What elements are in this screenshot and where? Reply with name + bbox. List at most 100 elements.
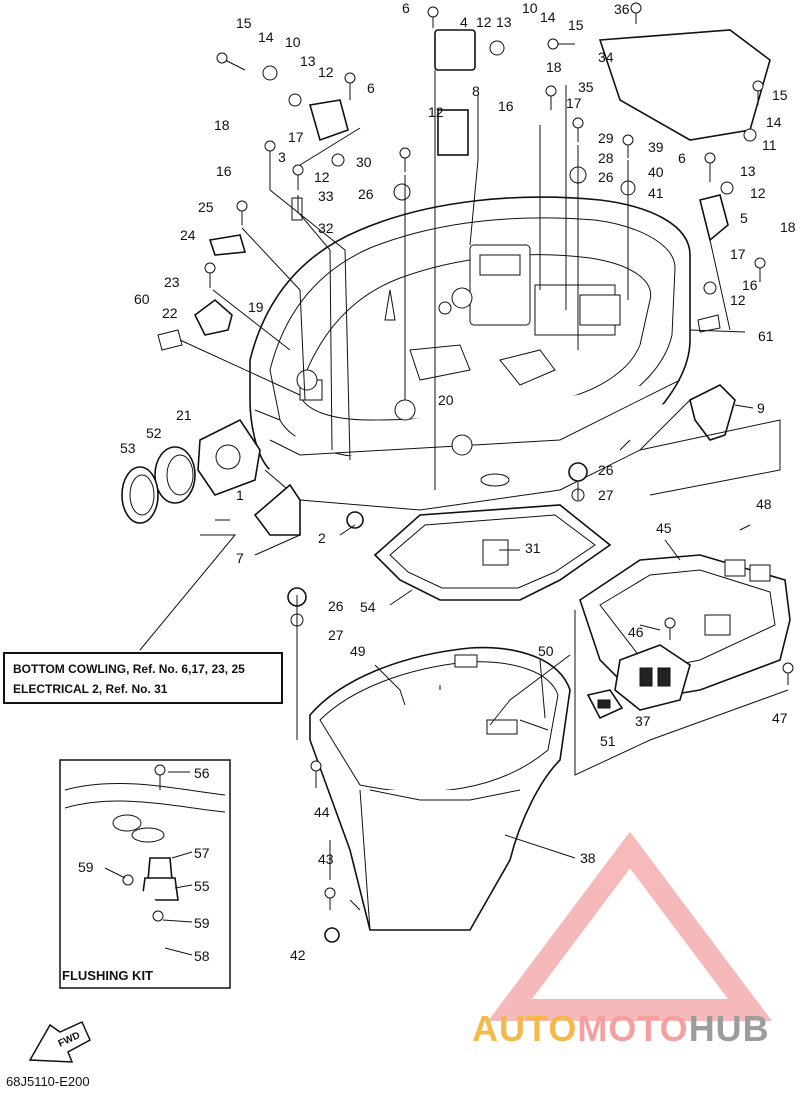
callout: 26 bbox=[328, 598, 344, 614]
callout: 27 bbox=[328, 627, 344, 643]
callout: 50 bbox=[538, 643, 554, 659]
callout: 43 bbox=[318, 851, 334, 867]
note-line-2: ELECTRICAL 2, Ref. No. 31 bbox=[13, 682, 168, 696]
callout: 28 bbox=[598, 150, 614, 166]
callout: 55 bbox=[194, 878, 210, 894]
callout: 57 bbox=[194, 845, 210, 861]
callout: 30 bbox=[356, 154, 372, 170]
callout: 14 bbox=[540, 9, 556, 25]
callout: 23 bbox=[164, 274, 180, 290]
callout: 14 bbox=[766, 114, 782, 130]
callout: 2 bbox=[318, 530, 326, 546]
leader-lines bbox=[139, 70, 789, 911]
callout: 33 bbox=[318, 188, 334, 204]
callout: 36 bbox=[614, 1, 630, 17]
callout: 35 bbox=[578, 79, 594, 95]
callout: 26 bbox=[358, 186, 374, 202]
callout: 20 bbox=[438, 392, 454, 408]
callout: 18 bbox=[780, 219, 796, 235]
brand-part-hub: HUB bbox=[688, 1008, 770, 1049]
callout: 37 bbox=[635, 713, 651, 729]
part-60 bbox=[157, 329, 183, 351]
callout: 54 bbox=[360, 599, 376, 615]
callout: 7 bbox=[236, 550, 244, 566]
document-code: 68J5110-E200 bbox=[6, 1074, 90, 1089]
callout: 40 bbox=[648, 164, 664, 180]
callout: 61 bbox=[758, 328, 774, 344]
part-7 bbox=[253, 483, 301, 536]
callout: 1 bbox=[236, 487, 244, 503]
callout: 42 bbox=[290, 947, 306, 963]
callout: 9 bbox=[757, 400, 765, 416]
callout: 27 bbox=[598, 487, 614, 503]
callout: 47 bbox=[772, 710, 788, 726]
top-parts bbox=[262, 29, 771, 295]
callout: 51 bbox=[600, 733, 616, 749]
callout: 12 bbox=[428, 104, 444, 120]
bottom-cowling-38 bbox=[309, 646, 571, 931]
callout: 17 bbox=[730, 246, 746, 262]
callout: 29 bbox=[598, 130, 614, 146]
callout: 15 bbox=[568, 17, 584, 33]
brand-part-moto: MOTO bbox=[577, 1008, 689, 1049]
callout: 17 bbox=[566, 95, 582, 111]
callout: 6 bbox=[678, 150, 686, 166]
callout: 16 bbox=[498, 98, 514, 114]
callout: 46 bbox=[628, 624, 644, 640]
callout: 41 bbox=[648, 185, 664, 201]
fwd-arrow-icon: FWD bbox=[28, 1021, 91, 1063]
callout: 12 bbox=[476, 14, 492, 30]
callout: 58 bbox=[194, 948, 210, 964]
callout: 34 bbox=[598, 49, 614, 65]
callout: 24 bbox=[180, 227, 196, 243]
watermark-logo-icon bbox=[488, 831, 772, 1021]
callout: 15 bbox=[772, 87, 788, 103]
part-9 bbox=[689, 384, 736, 441]
callout: 44 bbox=[314, 804, 330, 820]
callout: 39 bbox=[648, 139, 664, 155]
callout: 18 bbox=[546, 59, 562, 75]
callout: 26 bbox=[598, 169, 614, 185]
callout: 48 bbox=[756, 496, 772, 512]
callout: 31 bbox=[525, 540, 541, 556]
reference-note: BOTTOM COWLING, Ref. No. 6,17, 23, 25 EL… bbox=[3, 652, 283, 704]
hose-assembly bbox=[121, 418, 261, 524]
flushing-kit-inset bbox=[59, 759, 231, 989]
callout: 53 bbox=[120, 440, 136, 456]
callout: 12 bbox=[730, 292, 746, 308]
callout: 14 bbox=[258, 29, 274, 45]
callout: 6 bbox=[402, 0, 410, 16]
callout: 60 bbox=[134, 291, 150, 307]
callout: 8 bbox=[472, 83, 480, 99]
note-line-1: BOTTOM COWLING, Ref. No. 6,17, 23, 25 bbox=[13, 662, 245, 676]
callout: 4 bbox=[460, 14, 468, 30]
callout: 32 bbox=[318, 220, 334, 236]
flushing-kit-label: FLUSHING KIT bbox=[62, 968, 153, 983]
callout: 38 bbox=[580, 850, 596, 866]
callout: 3 bbox=[278, 149, 286, 165]
callout: 18 bbox=[214, 117, 230, 133]
mount-37 bbox=[614, 644, 691, 711]
callout: 10 bbox=[285, 34, 301, 50]
callout: 11 bbox=[762, 137, 777, 153]
callout: 12 bbox=[750, 185, 766, 201]
callout: 5 bbox=[740, 210, 748, 226]
callout: 16 bbox=[216, 163, 232, 179]
callout: 25 bbox=[198, 199, 214, 215]
callouts: 15 14 10 13 12 6 18 17 3 12 16 33 25 32 … bbox=[78, 0, 796, 964]
part-61 bbox=[697, 314, 721, 333]
callout: 6 bbox=[367, 80, 375, 96]
callout: 12 bbox=[318, 64, 334, 80]
callout: 17 bbox=[288, 129, 304, 145]
callout: 52 bbox=[146, 425, 162, 441]
callout: 10 bbox=[522, 0, 538, 16]
top-cowling bbox=[249, 196, 691, 511]
watermark-brand: AUTOMOTOHUB bbox=[472, 1008, 770, 1050]
callout: 19 bbox=[248, 299, 264, 315]
callout: 13 bbox=[300, 53, 316, 69]
callout: 15 bbox=[236, 15, 252, 31]
gasket-54 bbox=[373, 504, 612, 601]
callout: 59 bbox=[194, 915, 210, 931]
callout: 56 bbox=[194, 765, 210, 781]
